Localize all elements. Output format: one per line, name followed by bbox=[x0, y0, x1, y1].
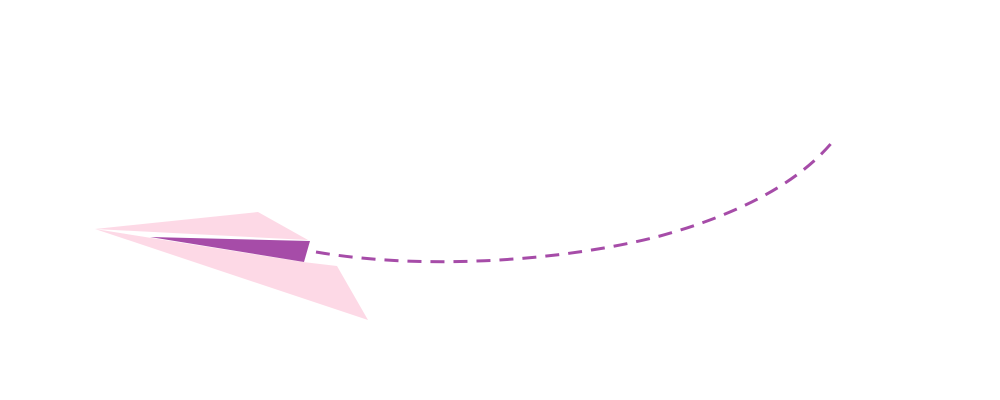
paper-airplane-icon bbox=[95, 212, 368, 320]
airplane-center-fold bbox=[150, 237, 310, 262]
airplane-upper-wing bbox=[95, 212, 308, 240]
flight-trail-dashed-line bbox=[315, 139, 836, 264]
airplane-lower-wing bbox=[95, 229, 368, 320]
